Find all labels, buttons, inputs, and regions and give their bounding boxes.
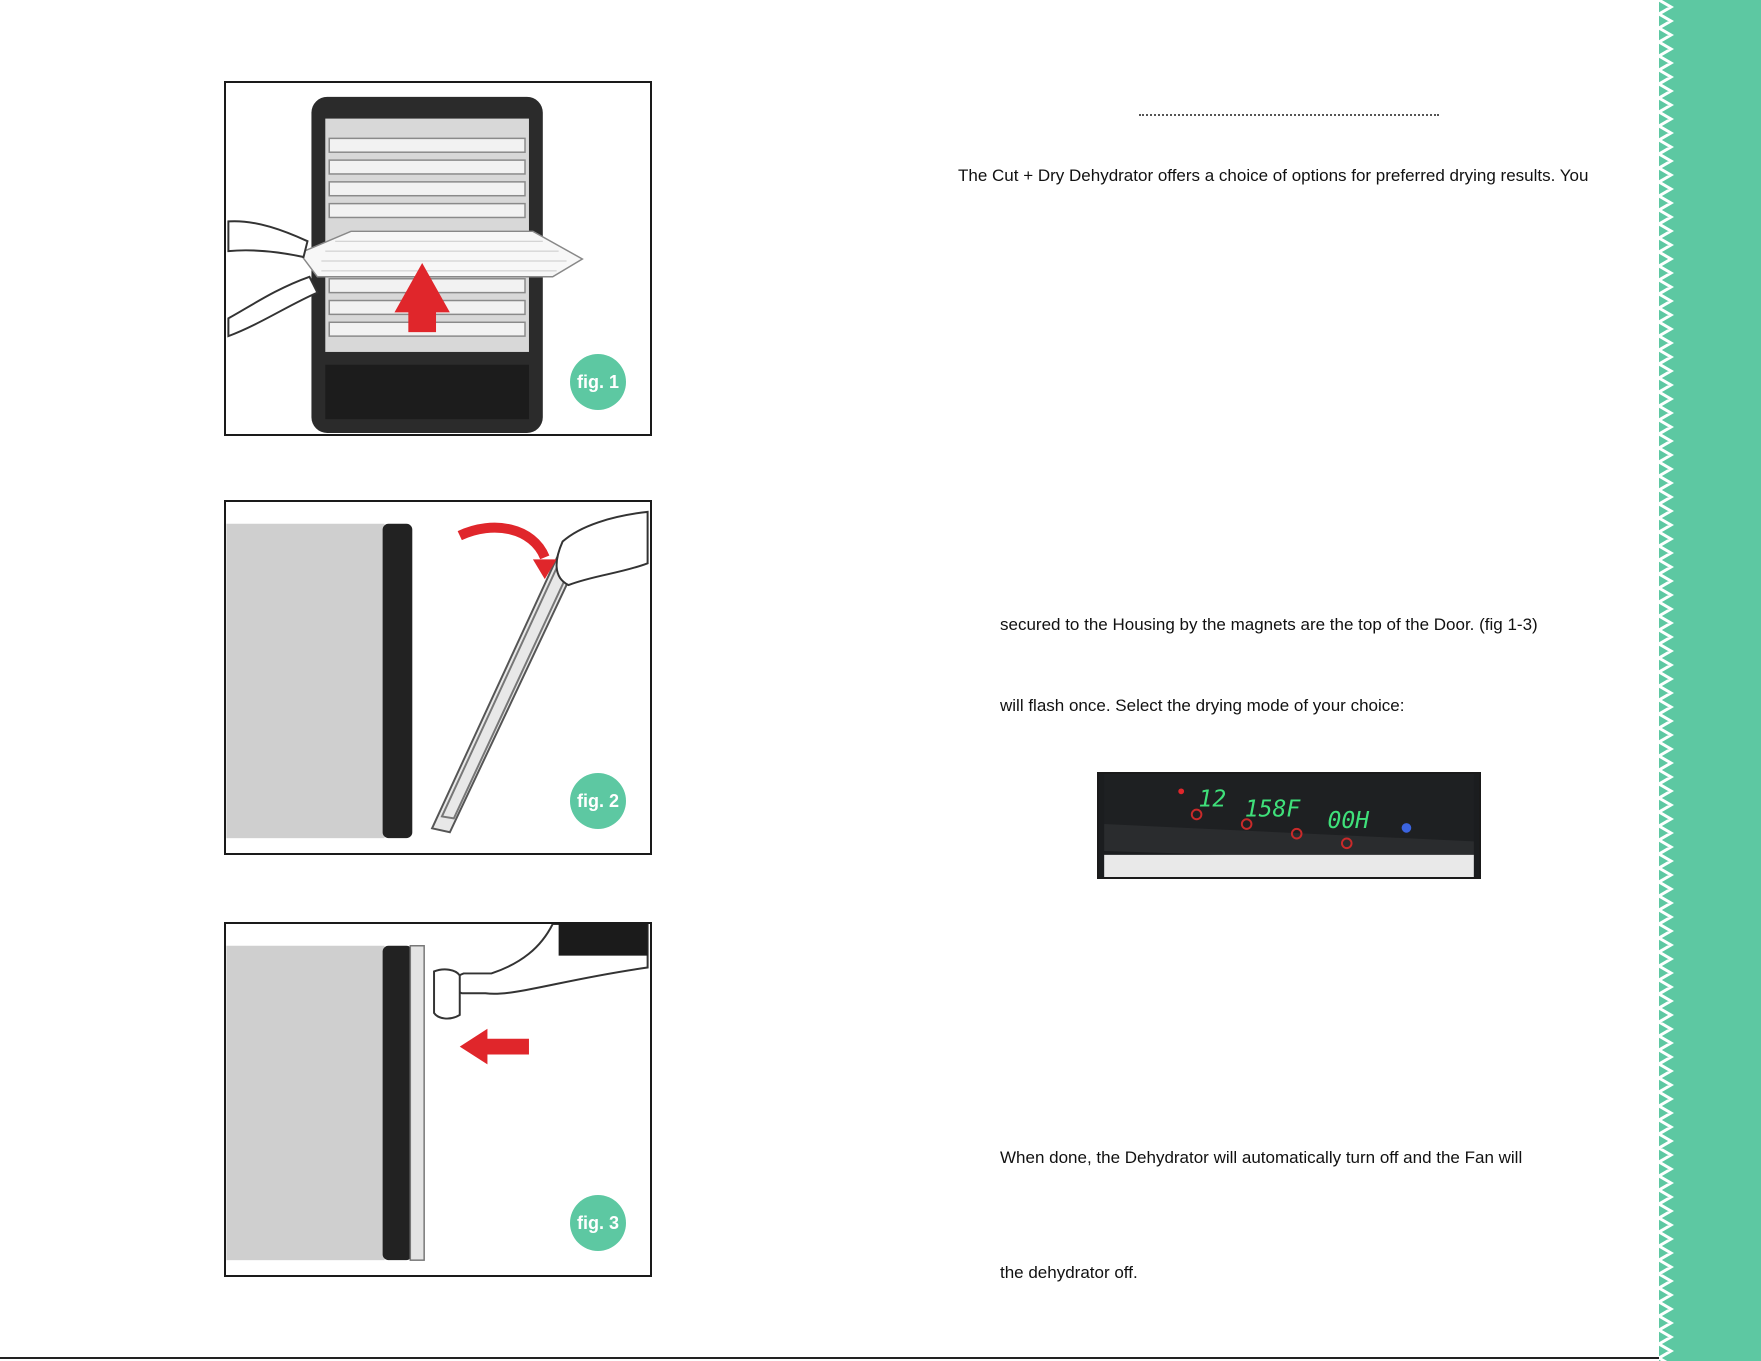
control-panel-display: 12 158F 00H bbox=[1104, 774, 1474, 877]
panel-button-3 bbox=[1290, 827, 1303, 840]
door-opening-illustration bbox=[226, 510, 649, 839]
bottom-rule bbox=[0, 1357, 1659, 1359]
figure-3-panel: fig. 3 bbox=[224, 922, 652, 1277]
zigzag-edge-pattern bbox=[1659, 0, 1674, 1361]
figure-3-label: fig. 3 bbox=[570, 1195, 626, 1251]
hours-display: 12 bbox=[1199, 787, 1227, 813]
panel-button-4 bbox=[1340, 837, 1353, 850]
heading-dotted-rule bbox=[1139, 104, 1439, 116]
power-off-line: the dehydrator off. bbox=[1000, 1263, 1138, 1282]
door-closing-illustration bbox=[226, 924, 649, 1261]
control-panel-photo: 12 158F 00H bbox=[1097, 772, 1481, 879]
auto-off-line: When done, the Dehydrator will automatic… bbox=[1000, 1148, 1523, 1167]
decorative-side-band bbox=[1659, 0, 1761, 1361]
mode-select-line: will flash once. Select the drying mode … bbox=[1000, 696, 1405, 715]
panel-button-2 bbox=[1240, 818, 1253, 830]
door-instruction-line: secured to the Housing by the magnets ar… bbox=[1000, 615, 1538, 634]
figure-2-panel: fig. 2 bbox=[224, 500, 652, 855]
timer-display: 00H bbox=[1328, 808, 1370, 834]
temperature-display: 158F bbox=[1245, 796, 1302, 822]
dehydrator-tray-insert-illustration bbox=[227, 96, 584, 434]
intro-paragraph-line: The Cut + Dry Dehydrator offers a choice… bbox=[958, 166, 1589, 185]
figure-2-label: fig. 2 bbox=[570, 773, 626, 829]
figure-1-panel: fig. 1 bbox=[224, 81, 652, 436]
panel-button-1 bbox=[1190, 808, 1203, 821]
figure-1-label: fig. 1 bbox=[570, 354, 626, 410]
